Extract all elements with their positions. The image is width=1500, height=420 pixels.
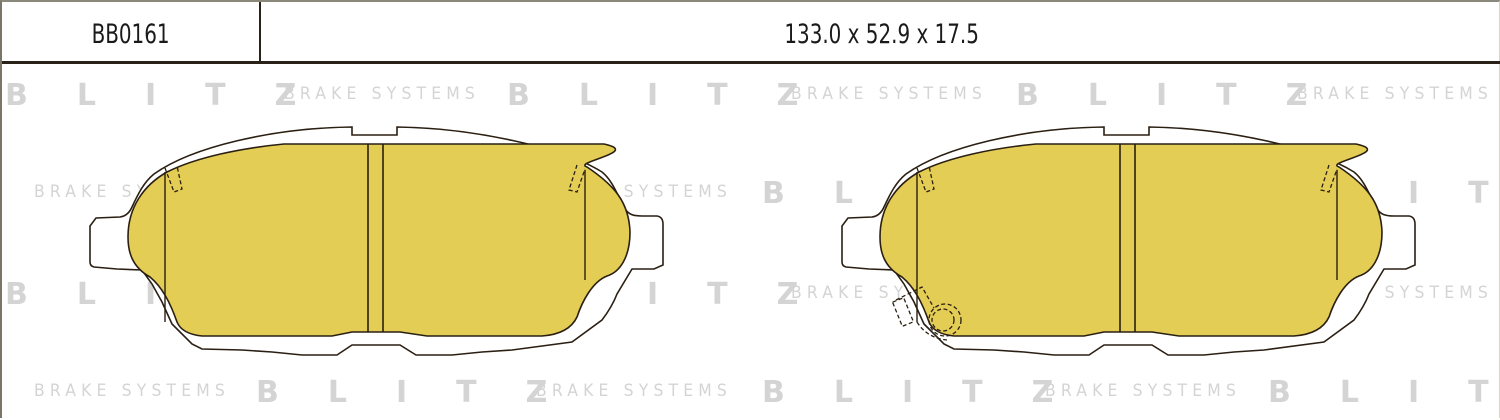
left-brake-pad — [89, 126, 664, 356]
part-code-cell: BB0161 — [2, 2, 261, 61]
watermark-tagline: BRAKE SYSTEMS — [1297, 84, 1494, 104]
dimensions-cell: 133.0 x 52.9 x 17.5 — [261, 2, 1500, 61]
watermark-tagline: BRAKE SYSTEMS — [791, 84, 988, 104]
part-code: BB0161 — [91, 19, 170, 50]
watermark-brand: BLITZ — [762, 375, 1103, 410]
spec-header: BB0161 133.0 x 52.9 x 17.5 — [2, 2, 1500, 64]
watermark-brand: BLITZ — [507, 78, 848, 113]
watermark-brand: BLITZ — [1268, 375, 1500, 410]
watermark-tagline: BRAKE SYSTEMS — [284, 84, 481, 104]
right-brake-pad — [841, 126, 1416, 356]
watermark-tagline: BRAKE SYSTEMS — [34, 381, 231, 401]
watermark-tagline: BRAKE SYSTEMS — [536, 381, 733, 401]
watermark-brand: BLITZ — [1016, 78, 1357, 113]
watermark-tagline: BRAKE SYSTEMS — [1045, 381, 1242, 401]
watermark-brand: BLITZ — [256, 375, 597, 410]
wear-sensor-icon — [891, 286, 962, 341]
dimensions: 133.0 x 52.9 x 17.5 — [784, 19, 979, 50]
watermark-brand: BLITZ — [5, 78, 346, 113]
